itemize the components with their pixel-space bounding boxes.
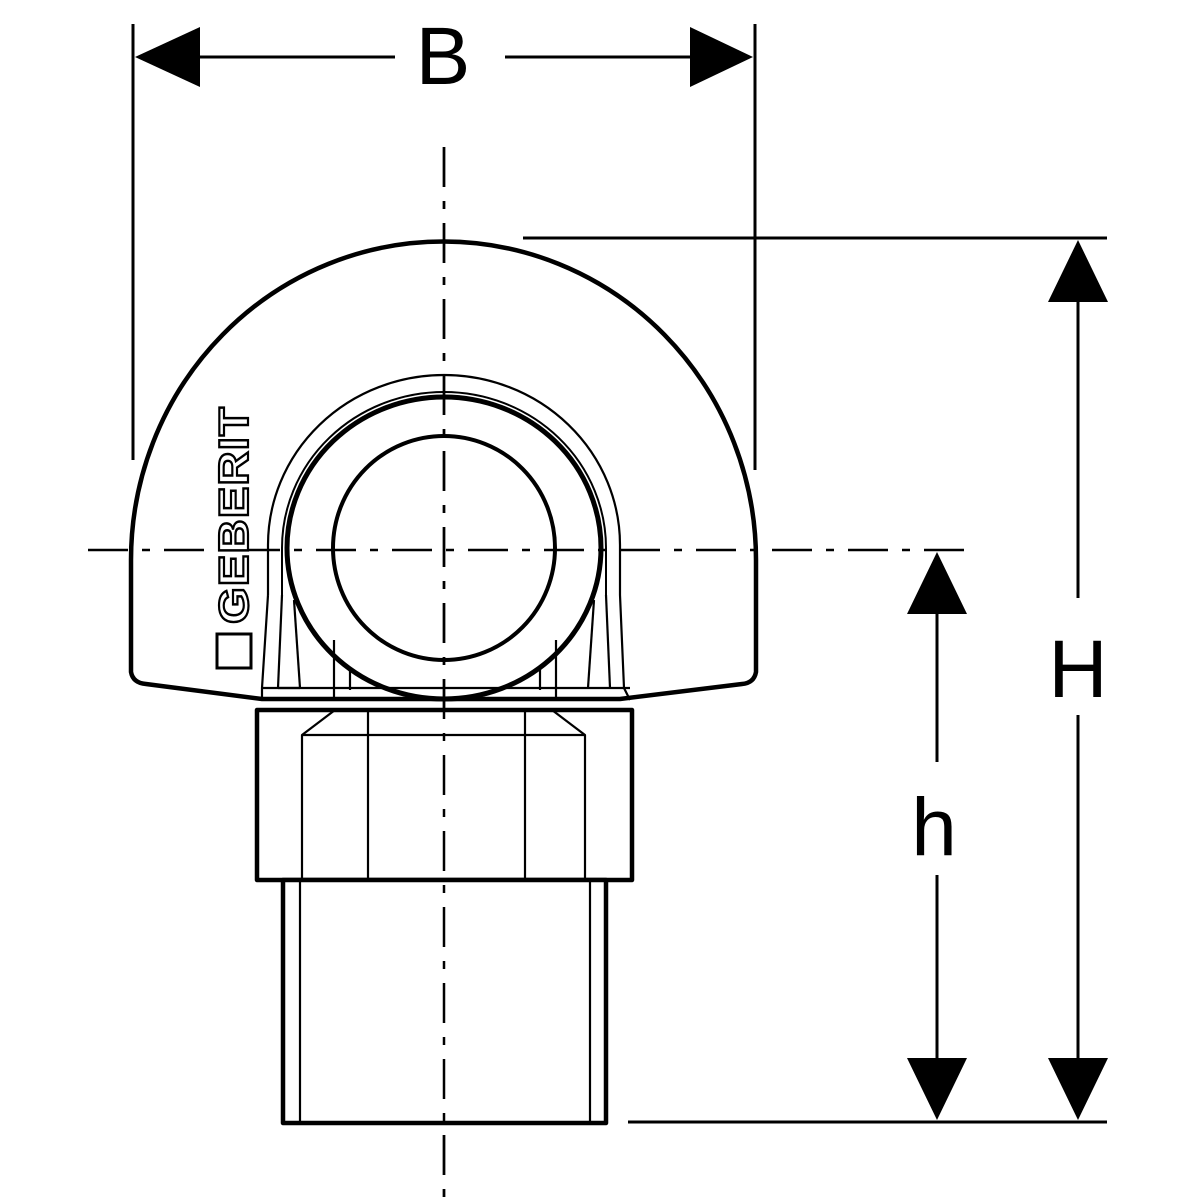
geberit-logo: GEBERIT — [209, 405, 258, 670]
ribs — [260, 594, 631, 701]
arrow-left-icon — [135, 27, 200, 87]
arrow-up-icon — [907, 552, 967, 614]
dimension-label-h-lower: h — [911, 782, 957, 873]
dimension-b: B — [131, 11, 757, 470]
arrow-right-icon — [690, 27, 753, 87]
arrow-up-icon — [1048, 240, 1108, 302]
arrow-down-icon — [1048, 1058, 1108, 1120]
dimension-label-h-upper: H — [1048, 624, 1107, 715]
rosette-outline — [128, 239, 759, 702]
dimension-label-b: B — [416, 11, 471, 102]
dimension-h-axis: h — [907, 552, 967, 1120]
logo-square-icon — [215, 632, 253, 670]
arrow-down-icon — [907, 1058, 967, 1120]
logo-text: GEBERIT — [210, 406, 257, 624]
dimension-h-total: H — [523, 236, 1108, 1124]
